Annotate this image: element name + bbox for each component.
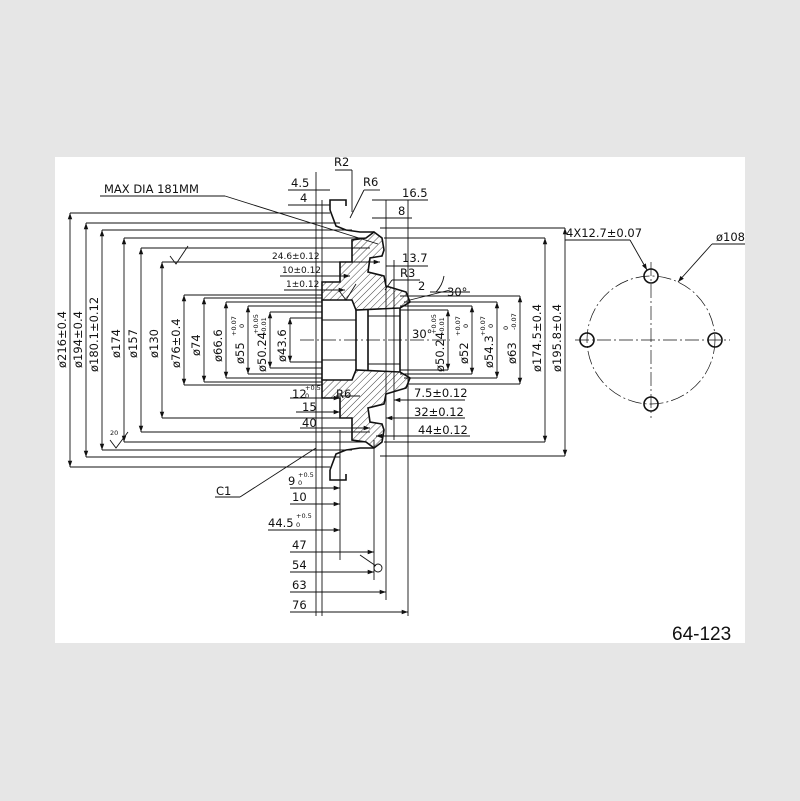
dim-9: 9 (288, 474, 295, 488)
dim-12-tol-low: 0 (305, 392, 309, 400)
left-diameter-lines (67, 212, 370, 468)
dia-43: ø43.6 (275, 329, 289, 362)
dim-44-5: 44.5 (268, 516, 294, 530)
surface-roughness-label: 20 (110, 429, 118, 437)
dia-r-195: ø195.8±0.4 (550, 304, 564, 372)
dim-10-012: 10±0.12 (282, 266, 321, 276)
radius-r2-label: R2 (334, 155, 349, 169)
dim-32: 32±0.12 (414, 405, 464, 419)
dia-r-63-tol-up: 0 (502, 326, 510, 330)
bolt-holes-label: 4X12.7±0.07 (566, 226, 642, 240)
dia-r-54-tol-low: 0 (487, 324, 495, 328)
dia-55-tol-low: 0 (238, 324, 246, 328)
dia-r-174: ø174.5±0.4 (530, 304, 544, 372)
angle-30-right-label: 30° (447, 285, 467, 299)
lower-right-dims-lines (376, 397, 470, 439)
max-dia-leader (100, 195, 379, 245)
dia-50: ø50.24 (255, 332, 269, 372)
section-upper (321, 231, 411, 311)
dia-194: ø194±0.4 (71, 311, 85, 368)
surface-finish-mark-bottom (109, 431, 129, 449)
dia-r-63-tol-low: -0.07 (510, 313, 518, 330)
dia-r-50-tol-low: -0.01 (438, 317, 446, 334)
bolt-hole-top (643, 268, 659, 284)
inner-dims-lines (270, 259, 380, 293)
left-diameter-labels: ø216±0.4 ø194±0.4 ø180.1±0.12 ø174 ø157 … (55, 297, 289, 372)
dim-8: 8 (398, 204, 405, 218)
dim-7-5: 7.5±0.12 (414, 386, 468, 400)
dia-174: ø174 (109, 329, 123, 358)
pcd-label: ø108 (716, 230, 745, 244)
dia-r-54-tol-up: +0.07 (479, 316, 487, 336)
dim-40: 40 (302, 416, 317, 430)
dim-4-5: 4.5 (291, 176, 309, 190)
dia-180: ø180.1±0.12 (87, 297, 101, 372)
dim-13-7: 13.7 (402, 251, 428, 265)
dia-76: ø76±0.4 (169, 318, 183, 368)
dia-r-50-tol-up: +0.05 (430, 314, 438, 334)
drum-lip-top (329, 199, 347, 210)
dim-16-5: 16.5 (402, 186, 428, 200)
dia-r-52-tol-low: 0 (462, 324, 470, 328)
top-dims-lines (288, 169, 470, 301)
dim-24-6: 24.6±0.12 (272, 252, 320, 262)
bolt-circle-view (565, 239, 745, 418)
dia-50-tol-low: -0.01 (260, 317, 268, 334)
dim-44: 44±0.12 (418, 423, 468, 437)
bolt-hole-right (707, 332, 723, 348)
dia-216: ø216±0.4 (55, 311, 69, 368)
radius-r3-label: R3 (400, 266, 415, 280)
dia-55: ø55 (233, 342, 247, 364)
right-diameter-labels: ø50.24 +0.05 -0.01 ø52 +0.07 0 ø54.3 +0.… (430, 304, 564, 372)
dia-r-50: ø50.24 (433, 332, 447, 372)
dia-55-tol-up: +0.07 (230, 316, 238, 336)
dim-44-5-tol-low: 0 (296, 521, 300, 529)
max-dia-note: MAX DIA 181MM (104, 182, 199, 196)
dia-r-52-tol-up: +0.07 (454, 316, 462, 336)
bolt-hole-left (579, 332, 595, 348)
dim-76: 76 (292, 598, 307, 612)
lower-left-dims-lines (290, 395, 370, 431)
dia-66: ø66.6 (211, 329, 225, 362)
chamfer-note: C1 (216, 484, 231, 498)
dim-12: 12 (292, 387, 307, 401)
drum-lip-bottom (329, 470, 347, 481)
dim-15: 15 (302, 400, 317, 414)
dia-r-63: ø63 (505, 342, 519, 364)
bolt-hole-bottom (643, 396, 659, 412)
part-number: 64-123 (672, 624, 732, 645)
dim-2: 2 (418, 279, 425, 293)
radius-r6-top-label: R6 (363, 175, 378, 189)
dim-54: 54 (292, 558, 307, 572)
dim-9-tol-up: +0.5 (298, 471, 314, 479)
dim-44-5-tol-up: +0.5 (296, 512, 312, 520)
dim-9-tol-low: 0 (298, 479, 302, 487)
dim-47: 47 (292, 538, 307, 552)
dia-74: ø74 (189, 334, 203, 356)
drum-outline-bottom (329, 447, 374, 471)
dim-12-tol-up: +0.5 (305, 384, 321, 392)
dim-63: 63 (292, 578, 307, 592)
dia-130: ø130 (147, 329, 161, 358)
dia-50-tol-up: +0.05 (252, 314, 260, 334)
dim-4: 4 (300, 191, 307, 205)
dia-157: ø157 (126, 329, 140, 358)
radius-r6-bottom-label: R6 (336, 387, 351, 401)
dim-10: 10 (292, 490, 307, 504)
bottom-dims-lines (268, 485, 408, 615)
angle-30-bore-label: 30° (412, 327, 432, 341)
dim-1-012: 1±0.12 (286, 280, 319, 290)
dia-r-54: ø54.3 (482, 335, 496, 368)
angle-arc (435, 275, 445, 293)
dia-r-52: ø52 (457, 342, 471, 364)
c1-leader (215, 447, 317, 498)
surface-finish-mark-top (169, 245, 189, 265)
surface-finish-mark-inner (339, 283, 357, 301)
